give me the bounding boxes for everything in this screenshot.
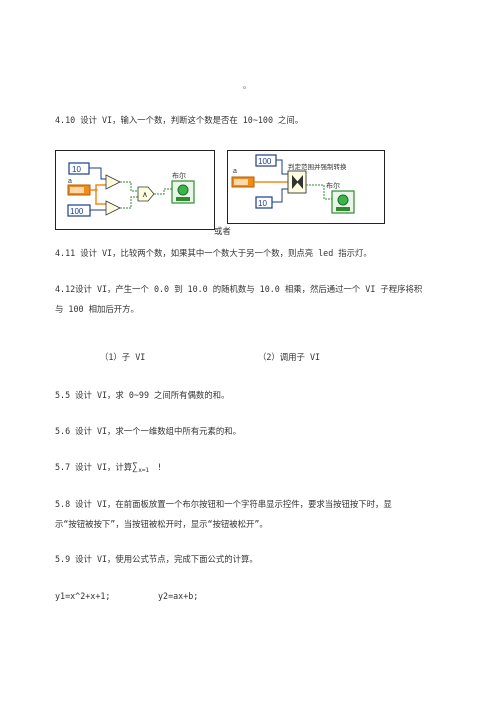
sub-item-1: （1）子 VI [100,352,146,362]
range-symbol-left [292,175,298,189]
block-diagram-in-range-coerce: 100 a 10 判定范围并强制转换 布尔 [227,150,385,224]
tf-tag [336,207,350,211]
wire-a-bottom [95,190,106,205]
wire-bool-top [120,181,138,192]
question-5-9: 5.9 设计 VI，使用公式节点，完成下面公式的计算。 [55,554,258,564]
indicator-label: 布尔 [326,181,340,190]
function-label: 判定范围并强制转换 [288,162,347,171]
input-label-a: a [68,178,72,185]
wire-out [306,184,332,200]
input-label-a: a [233,168,237,175]
question-5-7: 5.7 设计 VI，计算∑x=1! [55,461,162,477]
led-icon [337,194,349,206]
greater-compare-node[interactable] [105,174,121,190]
formula-2: y2=ax+b; [158,591,199,601]
wire-a-top [90,184,106,191]
question-4-12-line1: 4.12设计 VI，产生一个 0.0 到 10.0 的随机数与 10.0 相乘，… [55,284,423,294]
block-diagram-range-check: 10 a 100 ∧ 布尔 [55,150,215,230]
sum-symbol: ∑ [132,462,139,473]
question-4-11: 4.11 设计 VI，比较两个数，如果其中一个数大于另一个数，则点亮 led 指… [55,248,372,258]
const-top-text: 10 [72,165,81,174]
const-bottom-text: 100 [70,207,84,216]
const-upper-text: 100 [258,157,272,166]
and-symbol: ∧ [142,190,148,199]
question-5-6: 5.6 设计 VI，求一个一维数组中所有元素的和。 [55,426,242,436]
question-4-12-line2: 与 100 相加后开方。 [55,304,139,314]
q57-prefix: 5.7 设计 VI，计算 [55,462,133,472]
question-5-8-line1: 5.8 设计 VI，在前面板放置一个布尔按钮和一个字符串显示控件，要求当按钮按下… [55,499,392,509]
header-mark: 。 [243,81,251,90]
wire-junction [94,188,98,192]
range-symbol-right [297,175,303,189]
numeric-control-display [70,187,84,193]
tf-tag [176,197,190,201]
wire-bool-bottom [120,196,138,209]
less-compare-node[interactable] [105,200,121,216]
sum-subscript: x=1 [138,467,150,474]
sub-item-2: （2）调用子 VI [258,352,321,362]
led-icon [177,184,189,196]
or-text: 或者 [214,226,231,236]
diagram-1-svg: 10 a 100 ∧ 布尔 [67,162,195,217]
diagram-2-svg: 100 a 10 判定范围并强制转换 布尔 [231,154,355,214]
formula-1: y1=x^2+x+1; [55,591,111,601]
question-4-10: 4.10 设计 VI，输入一个数，判断这个数是否在 10~100 之间。 [55,115,304,125]
wire-and-out [154,188,172,195]
wire-lower [272,188,288,203]
and-node[interactable] [137,186,155,202]
factorial-mark: ! [157,462,163,472]
question-5-8-line2: 示“按钮被按下”，当按钮被松开时，显示“按钮被松开”。 [55,519,268,529]
numeric-control-display [234,179,248,185]
wire-const-top [89,167,106,180]
indicator-label: 布尔 [172,171,186,180]
question-5-5: 5.5 设计 VI，求 0~99 之间所有偶数的和。 [55,390,230,400]
wire-upper [276,159,288,175]
const-lower-text: 10 [258,199,267,208]
